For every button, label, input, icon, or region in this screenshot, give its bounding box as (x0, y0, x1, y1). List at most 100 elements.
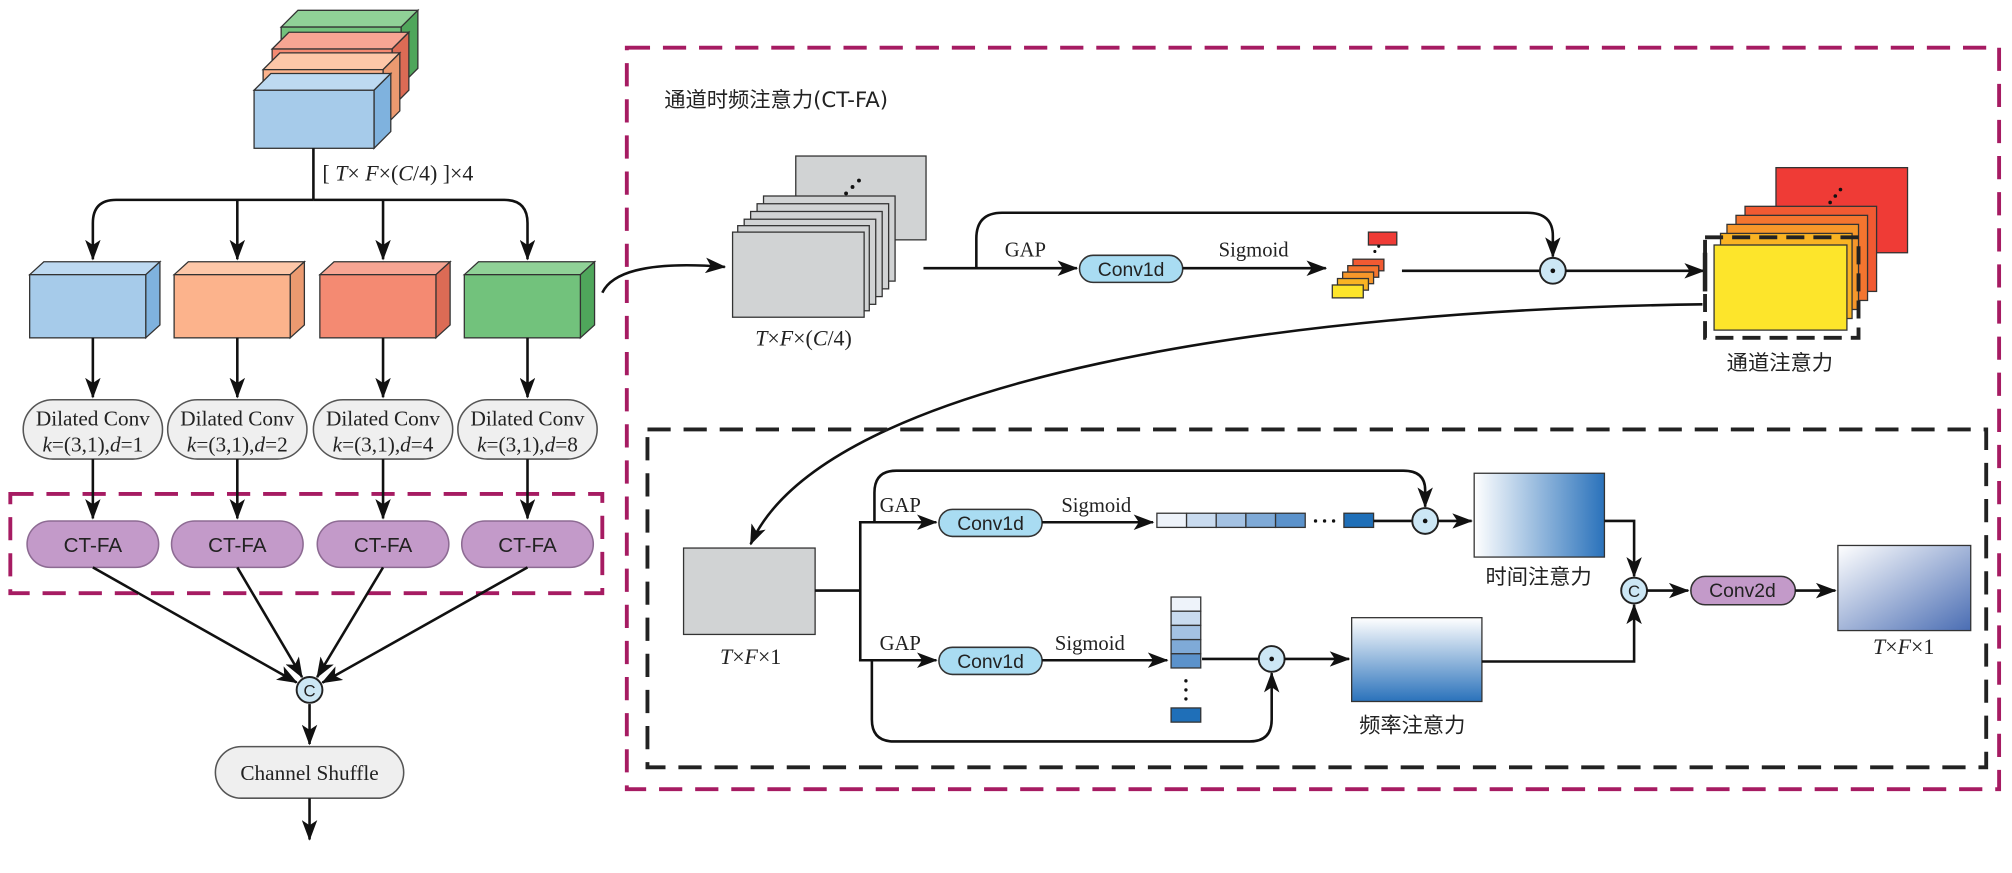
frequency-weights (1170, 596, 1202, 723)
tf-input-shape-label: T×F×1 (720, 644, 781, 669)
weight-cell (1170, 596, 1202, 612)
module-title: 通道时频注意力(CT-FA) (664, 88, 888, 113)
dilated-conv-label: Dilated Conv (36, 407, 150, 431)
feature-block (172, 260, 307, 340)
multiply-node (1257, 645, 1286, 673)
channel-weights (1331, 231, 1398, 299)
input-layer-top (279, 9, 420, 28)
feature-block-front (319, 274, 437, 339)
feature-block-side (145, 260, 161, 340)
feature-block-top (318, 261, 452, 276)
arrow (1604, 519, 1642, 578)
dilated-conv-params: k=(3,1),d=2 (187, 432, 288, 456)
ct-fa-label: CT-FA (64, 534, 123, 557)
multiply-dot (1269, 656, 1275, 662)
split-bracket (85, 198, 536, 261)
zoom-connector (601, 257, 727, 294)
ellipsis-dot (1377, 244, 1381, 248)
conv1d-label: Conv1d (1098, 259, 1165, 281)
ct-fa-node: CT-FA (26, 520, 160, 569)
time-attention-branch: GAP Conv1d Sigmoid 时间注意力 (858, 469, 1642, 590)
feature-block (27, 260, 162, 340)
ellipsis-dot (1184, 697, 1188, 701)
multiply-node (1411, 507, 1440, 535)
feature-block (462, 260, 597, 340)
conv1d-box (1078, 254, 1184, 284)
channel-shuffle-node: Channel Shuffle (214, 745, 405, 799)
channel-input-stack (731, 155, 927, 318)
multiply-node (1538, 256, 1567, 285)
ct-fa-node: CT-FA (316, 520, 450, 569)
merge-arrow (316, 566, 385, 679)
conv2d-label: Conv2d (1709, 580, 1776, 602)
ct-fa-node: CT-FA (460, 520, 595, 569)
feature-block-side (579, 260, 596, 340)
channel-attention-label: 通道注意力 (1727, 351, 1833, 376)
concat-label: C (1628, 582, 1640, 601)
concat-circle (295, 676, 324, 704)
feature-block-front (463, 274, 582, 339)
feature-map (731, 231, 865, 318)
merge-arrow (321, 566, 529, 684)
skip-connection (975, 211, 1561, 269)
time-attention-map (1473, 472, 1606, 558)
time-attention-label: 时间注意力 (1485, 565, 1591, 590)
multiply-dot (1550, 268, 1556, 274)
ellipsis-dot (844, 191, 849, 196)
feature-block-top (27, 261, 162, 276)
attention-map (1713, 244, 1848, 331)
feature-block-side (435, 260, 451, 340)
conv1d-label: Conv1d (957, 651, 1024, 673)
ct-fa-box (316, 520, 450, 569)
weight-cell (1215, 512, 1247, 529)
fusion: C Conv2d T×F×1 (1620, 544, 1972, 659)
ellipsis-dot (1373, 249, 1377, 254)
dilated-conv-params: k=(3,1),d=8 (477, 432, 578, 456)
conv1d-label: Conv1d (957, 513, 1024, 535)
gap-label: GAP (1005, 240, 1046, 262)
weight-cell (1170, 610, 1202, 627)
sigmoid-label: Sigmoid (1219, 240, 1290, 262)
input-layer-top (270, 31, 411, 50)
weight-cell (1170, 638, 1202, 655)
feature-block-front (29, 274, 147, 339)
split-arrow (313, 198, 536, 261)
ct-fa-box (26, 520, 160, 569)
dilated-conv-label: Dilated Conv (180, 407, 294, 431)
ct-fa-group-frame (8, 491, 605, 596)
feature-block-side (289, 260, 306, 340)
input-shape-label: [ T× F×(C/4) ]×4 (322, 161, 473, 186)
dilated-conv-params: k=(3,1),d=1 (42, 432, 143, 456)
weight-cell (1170, 707, 1202, 723)
branch-4: Dilated Conv k=(3,1),d=8CT-FA (321, 260, 598, 684)
weight-cell (1185, 512, 1217, 529)
ellipsis-dot (1833, 194, 1838, 198)
ct-fa-box (170, 520, 304, 569)
time-weights (1156, 512, 1375, 529)
ellipsis-dot (850, 185, 855, 189)
merge-arrow (236, 566, 304, 679)
sigmoid-label: Sigmoid (1061, 495, 1132, 517)
dilated-conv-params: k=(3,1),d=4 (333, 432, 434, 456)
ellipsis-dot (1331, 519, 1336, 523)
weight-cell (1245, 512, 1277, 529)
ellipsis-dot (1322, 519, 1327, 523)
merge-arrow (92, 566, 298, 684)
tf-output-shape-label: T×F×1 (1873, 634, 1934, 659)
channel-attention-output (1702, 166, 1909, 340)
feature-block-top (172, 261, 307, 276)
channel-input-shape-label: T×F×(C/4) (755, 326, 852, 351)
ct-fa-box (460, 520, 595, 569)
input-layer-top (261, 52, 402, 71)
dilated-conv-label: Dilated Conv (326, 407, 440, 431)
gap-label: GAP (880, 495, 921, 517)
concat-label: C (303, 681, 315, 700)
channel-shuffle-label: Channel Shuffle (240, 761, 378, 785)
input-layer-front (253, 89, 375, 149)
feedback-curve (749, 303, 1703, 546)
skip-connection (870, 660, 1280, 743)
